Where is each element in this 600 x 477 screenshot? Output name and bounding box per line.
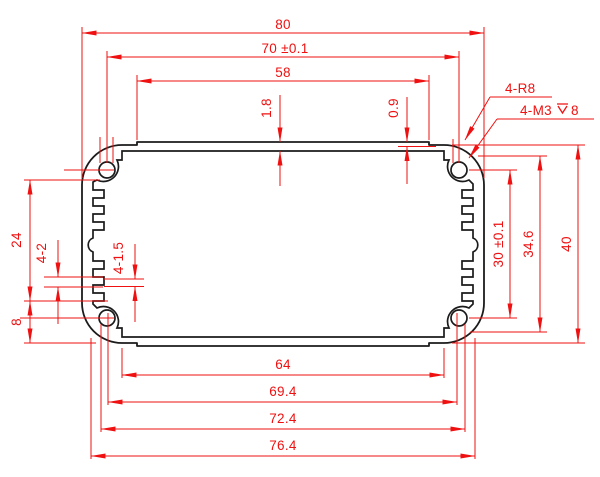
dim-base-height: 8 bbox=[9, 318, 24, 326]
profile-geometry bbox=[81, 141, 485, 347]
dimension-lines bbox=[27, 30, 581, 459]
dim-bottom-64: 64 bbox=[275, 357, 291, 372]
dim-bottom-69-4: 69.4 bbox=[269, 384, 297, 399]
dim-overall-height: 40 bbox=[559, 236, 574, 252]
dim-bottom-76-4: 76.4 bbox=[269, 438, 297, 453]
dim-wall-step: 0.9 bbox=[386, 98, 401, 118]
dim-slot-width: 4-2 bbox=[34, 243, 49, 263]
dim-bottom-72-4: 72.4 bbox=[269, 411, 297, 426]
dimension-labels: 80 70 ±0.1 58 1.8 0.9 24 8 4-2 4-1.5 30 … bbox=[9, 17, 574, 453]
screw-hole-bottom-right bbox=[450, 309, 468, 327]
dim-top-slot: 58 bbox=[275, 65, 291, 80]
profile-outer-contour bbox=[81, 141, 485, 347]
dim-wall-thickness: 1.8 bbox=[259, 98, 274, 118]
dim-hole-spacing-v: 30 ±0.1 bbox=[491, 220, 506, 267]
note-thread-depth: 8 bbox=[571, 103, 579, 118]
dim-overall-width: 80 bbox=[275, 17, 291, 32]
screw-hole-top-right bbox=[450, 161, 468, 179]
note-corner-radius: 4-R8 bbox=[505, 81, 535, 96]
profile-inner-contour bbox=[87, 150, 479, 338]
dim-rail-height: 24 bbox=[9, 232, 24, 248]
extension-lines bbox=[20, 27, 585, 459]
arrow-pointers bbox=[55, 95, 410, 324]
depth-symbol-icon bbox=[557, 103, 568, 115]
note-thread: 4-M3 bbox=[520, 103, 552, 118]
dim-inner-height: 34.6 bbox=[521, 230, 536, 257]
leader-notes: 4-R8 4-M3 8 bbox=[464, 81, 594, 159]
dim-tooth-width: 4-1.5 bbox=[111, 242, 126, 274]
dim-hole-spacing-h: 70 ±0.1 bbox=[261, 41, 308, 56]
